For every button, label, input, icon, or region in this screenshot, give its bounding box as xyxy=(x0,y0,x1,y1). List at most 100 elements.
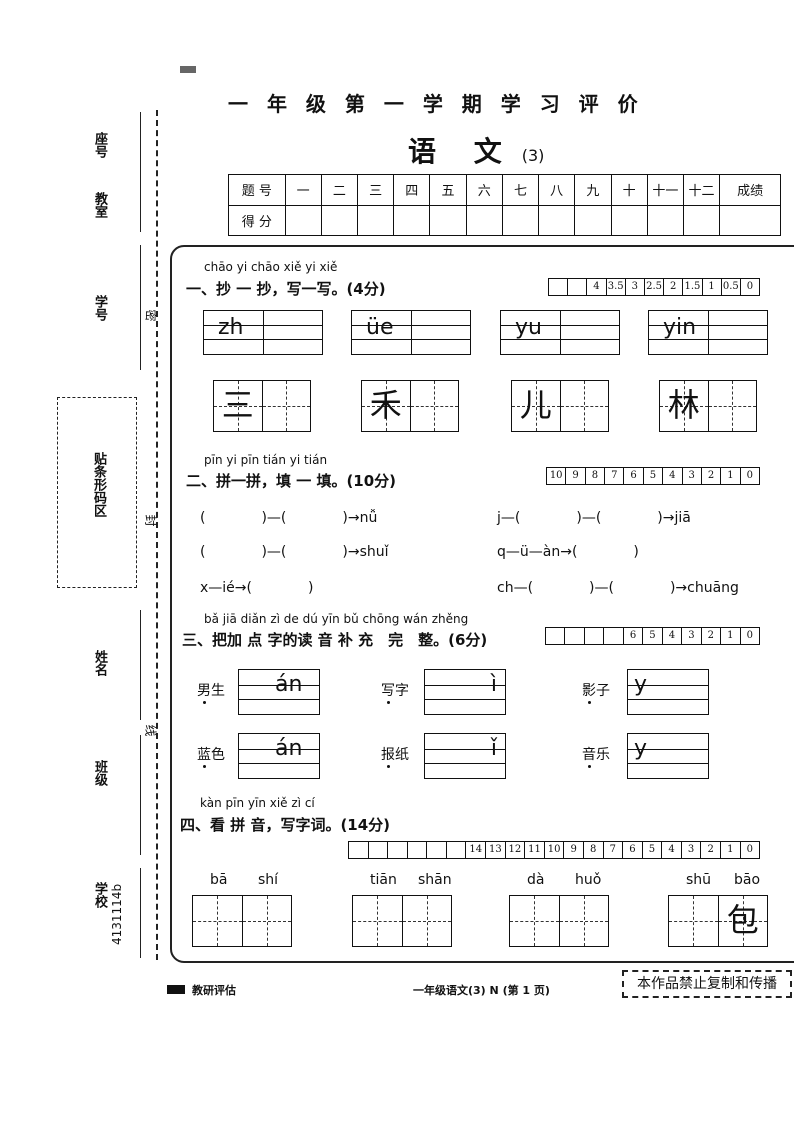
score-option: 0 xyxy=(746,630,753,641)
subject-number: (3) xyxy=(521,146,545,165)
score-option xyxy=(369,842,389,858)
pinyin-sample: yin xyxy=(663,315,697,340)
barcode-label: 贴条形码区 xyxy=(91,452,106,517)
word-label: 写字 xyxy=(381,683,409,699)
score-option xyxy=(349,842,369,858)
score-option: 10 xyxy=(545,842,565,858)
tianzige-box xyxy=(352,895,452,947)
score-option: 8 xyxy=(586,468,606,484)
score-option: 4 xyxy=(663,468,683,484)
score-option: 11 xyxy=(525,842,545,858)
four-line-box: y xyxy=(627,733,709,779)
four-line-box: ì xyxy=(424,669,506,715)
s4-title: 四、看 拼 音，写字词。(14分) xyxy=(180,816,391,834)
score-cell xyxy=(538,204,576,236)
score-option: 3 xyxy=(626,279,645,295)
exam-title: 一 年 级 第 一 学 期 学 习 评 价 xyxy=(228,92,644,116)
score-option xyxy=(549,279,569,295)
score-option: 5 xyxy=(643,842,663,858)
line-cell: zh xyxy=(204,311,264,354)
dot-mark xyxy=(203,701,206,704)
score-header-cell: 十一 xyxy=(646,174,684,206)
char-sample: 儿 xyxy=(519,386,552,424)
score-option xyxy=(546,628,566,644)
pinyin-syllable: shān xyxy=(418,872,452,888)
line-cell xyxy=(263,311,323,354)
score-option: 3 xyxy=(682,842,702,858)
grid-cell xyxy=(410,381,459,431)
score-option: 4 xyxy=(663,628,683,644)
student-no-label: 学号 xyxy=(92,295,107,321)
tianzige-box xyxy=(192,895,292,947)
score-option: 2 xyxy=(702,628,722,644)
score-header-cell: 一 xyxy=(284,174,322,206)
score-option xyxy=(388,842,408,858)
pinyin-hint: ì xyxy=(490,672,497,697)
tianzige-box xyxy=(509,895,609,947)
score-option: 2.5 xyxy=(645,279,665,295)
question-frame xyxy=(170,245,794,963)
seal-dashed-line xyxy=(156,110,158,960)
pinyin-syllable: shū xyxy=(686,872,712,888)
grid-cell xyxy=(193,896,243,946)
line-cell: üe xyxy=(352,311,412,354)
score-cell xyxy=(574,204,612,236)
room-label: 教室 xyxy=(92,192,107,218)
grid-cell xyxy=(560,381,609,431)
word-label: 报纸 xyxy=(381,747,409,763)
grid-cell xyxy=(262,381,311,431)
s1-pinyin: chāo yi chāo xiě yi xiě xyxy=(204,260,338,274)
score-option: 6 xyxy=(624,468,644,484)
pinyin-syllable: bā xyxy=(210,872,228,888)
line-cell: yin xyxy=(649,311,709,354)
grid-cell: 儿 xyxy=(512,381,561,431)
grid-cell xyxy=(708,381,757,431)
pinyin-hint: ǐ xyxy=(490,736,497,761)
char-sample: 包 xyxy=(726,901,759,939)
score-header-cell: 七 xyxy=(501,174,540,206)
score-option: 2 xyxy=(701,842,721,858)
score-option: 6 xyxy=(624,628,644,644)
score-option xyxy=(408,842,428,858)
score-option: 9 xyxy=(566,468,586,484)
score-cell xyxy=(719,204,781,236)
dot-mark xyxy=(387,701,390,704)
seal-mi: 密 xyxy=(143,309,158,322)
score-header-cell: 二 xyxy=(320,174,358,206)
s2-title: 二、拼一拼，填 一 填。(10分) xyxy=(186,472,397,490)
score-option: 1 xyxy=(721,628,741,644)
score-header-cell: 题 号 xyxy=(228,174,286,206)
seat-label: 座号 xyxy=(92,132,107,158)
score-option: 7 xyxy=(604,842,624,858)
pinyin-hint: y xyxy=(634,736,648,761)
class-label: 班级 xyxy=(92,760,107,786)
fill-item: x—ié→( ) xyxy=(200,580,314,596)
pinyin-sample: yu xyxy=(515,315,542,340)
score-header-cell: 六 xyxy=(465,174,503,206)
score-option xyxy=(565,628,585,644)
score-option: 2 xyxy=(664,279,684,295)
score-cell xyxy=(610,204,648,236)
score-option: 1 xyxy=(703,279,722,295)
word-label: 蓝色 xyxy=(197,747,225,763)
score-option: 8 xyxy=(584,842,604,858)
score-option: 3.5 xyxy=(607,279,626,295)
pinyin-sample: zh xyxy=(218,315,244,340)
score-option: 5 xyxy=(644,468,664,484)
score-cell xyxy=(501,204,540,236)
four-line-box: yin xyxy=(648,310,768,355)
seal-feng: 封 xyxy=(143,514,158,527)
score-header-cell: 五 xyxy=(429,174,467,206)
footer-mark xyxy=(167,985,185,994)
pinyin-hint: án xyxy=(275,672,303,697)
four-line-box: yu xyxy=(500,310,620,355)
score-option xyxy=(585,628,605,644)
score-cell xyxy=(320,204,358,236)
score-option: 0 xyxy=(746,844,754,855)
subject-title: 语 文(3) xyxy=(408,130,544,170)
margin-line xyxy=(140,868,141,958)
score-option: 2 xyxy=(702,468,722,484)
pinyin-syllable: bāo xyxy=(734,872,761,888)
four-line-box: án xyxy=(238,669,320,715)
